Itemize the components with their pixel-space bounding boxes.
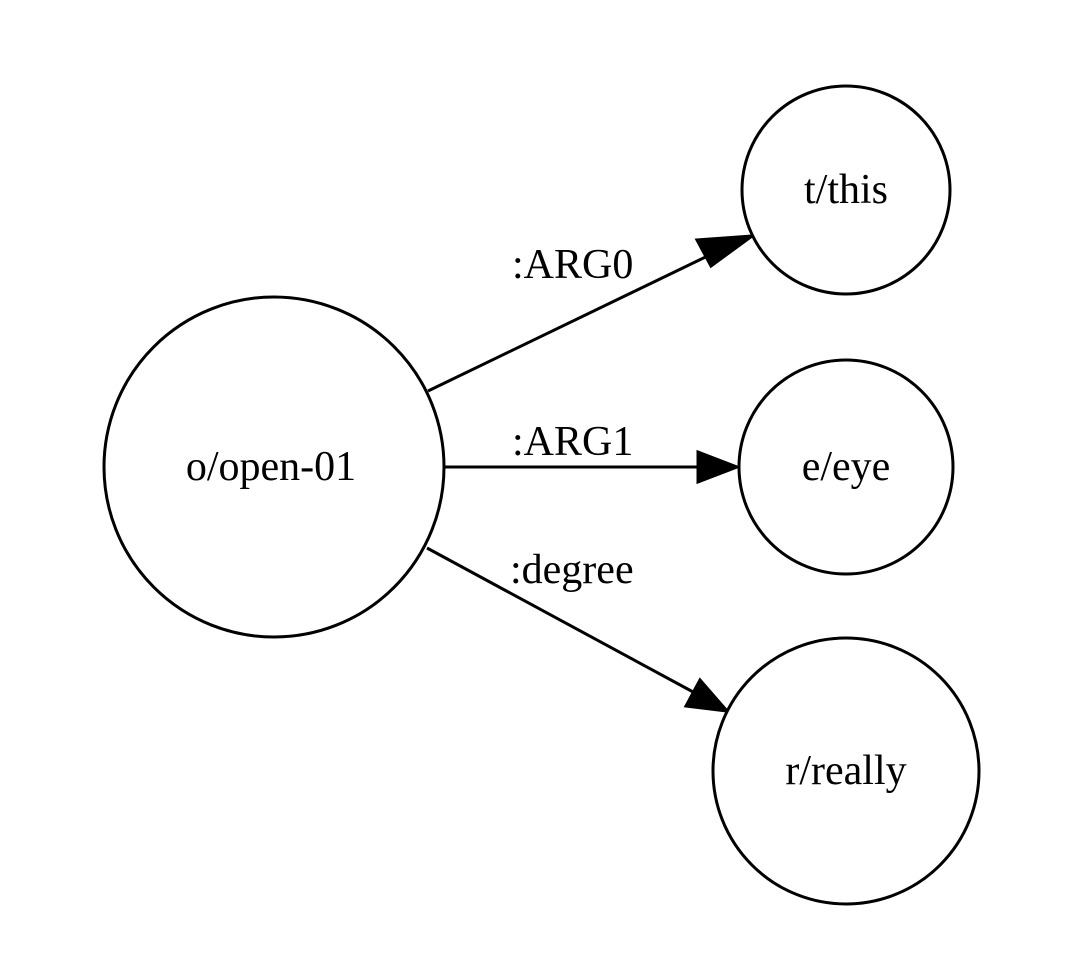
node-really-label: r/really — [785, 748, 906, 794]
node-this-label: t/this — [804, 167, 888, 213]
node-really: r/really — [711, 636, 981, 906]
node-this-circle — [740, 84, 952, 296]
node-open-01-circle — [102, 295, 446, 639]
edge-degree-line — [426, 546, 696, 695]
edge-degree: :degree — [426, 546, 731, 713]
edge-degree-label: :degree — [510, 547, 634, 593]
edge-degree-arrowhead — [683, 677, 731, 713]
edge-arg0-arrowhead — [694, 234, 758, 269]
edge-arg1-arrowhead — [696, 449, 742, 485]
edge-arg0-label: :ARG0 — [512, 242, 633, 288]
edge-arg0-line — [427, 248, 721, 393]
node-eye-circle — [737, 358, 955, 576]
node-eye-label: e/eye — [802, 444, 891, 490]
edge-arg1: :ARG1 — [445, 419, 742, 485]
node-eye: e/eye — [737, 358, 955, 576]
node-really-circle — [711, 636, 981, 906]
edge-arg0: :ARG0 — [427, 234, 758, 393]
node-this: t/this — [740, 84, 952, 296]
node-open-01: o/open-01 — [102, 295, 446, 639]
edge-arg1-label: :ARG1 — [512, 419, 633, 465]
node-open-01-label: o/open-01 — [186, 444, 356, 490]
